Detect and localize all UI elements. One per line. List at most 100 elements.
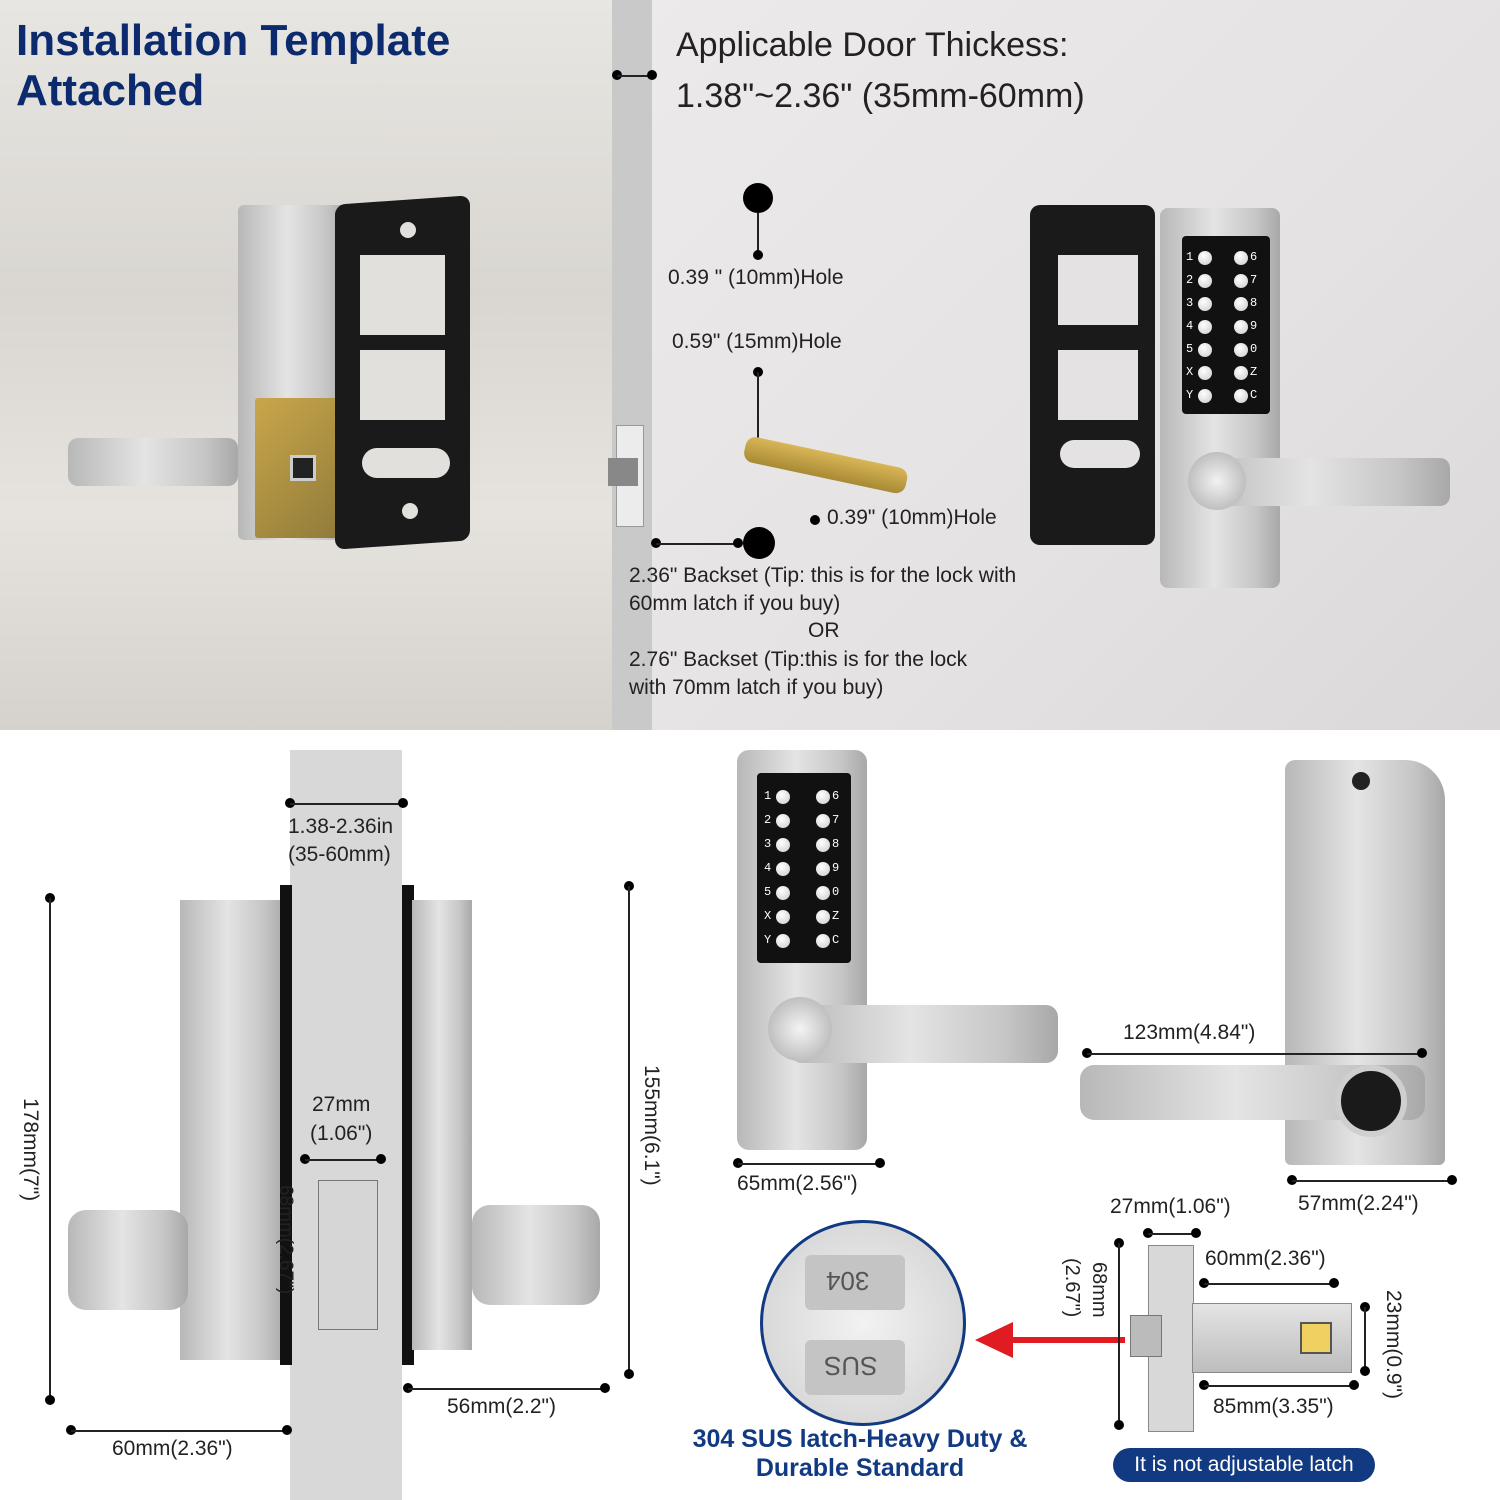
keypad-key-5[interactable]: [776, 886, 790, 900]
keypad-key-X[interactable]: [1198, 366, 1212, 380]
keypad-key-label: 9: [832, 861, 840, 875]
keypad-key-label: 0: [1250, 342, 1258, 356]
depth-inner: 56mm(2.2"): [447, 1395, 556, 1418]
keypad-key-3[interactable]: [1198, 297, 1212, 311]
not-adjustable-label: It is not adjustable latch: [1134, 1453, 1354, 1476]
thickness-line: [617, 75, 652, 77]
latch-tongue-upper: [805, 1255, 905, 1310]
keypad-key-label: Y: [1186, 388, 1194, 402]
keypad-key-label: Z: [832, 909, 840, 923]
keypad-key-label: 0: [832, 885, 840, 899]
door-dim-dot-right: [398, 798, 408, 808]
template-right-window-top: [1058, 255, 1138, 325]
keypad-key-C[interactable]: [1234, 389, 1248, 403]
keypad-key-4[interactable]: [1198, 320, 1212, 334]
keypad-key-Y[interactable]: [776, 934, 790, 948]
keypad-key-9[interactable]: [816, 862, 830, 876]
latch-height: 68mm(2.67"): [275, 1185, 296, 1295]
hole-leader-mid: [757, 372, 759, 442]
latch-plate-width: 27mm(1.06"): [1110, 1195, 1231, 1218]
keypad-key-0[interactable]: [816, 886, 830, 900]
key-cylinder-top[interactable]: [1188, 452, 1246, 510]
keypad-key-8[interactable]: [816, 838, 830, 852]
keypad-key-X[interactable]: [776, 910, 790, 924]
keypad-key-Z[interactable]: [816, 910, 830, 924]
backset-latch-line: [1204, 1283, 1334, 1285]
keypad-key-C[interactable]: [816, 934, 830, 948]
front-lever: [790, 1005, 1058, 1063]
template-right-slot: [1060, 440, 1140, 468]
back-width-dot-right: [1447, 1175, 1457, 1185]
sus-caption: 304 SUS latch-Heavy Duty & Durable Stand…: [692, 1425, 1028, 1482]
keypad-key-2[interactable]: [776, 814, 790, 828]
keypad-key-1[interactable]: [1198, 251, 1212, 265]
template-window-top: [360, 255, 445, 335]
keypad-panel-top: [1182, 236, 1270, 414]
backset-line-4: with 70mm latch if you buy): [629, 676, 884, 699]
template-hole-top: [400, 222, 416, 238]
backset-or: OR: [808, 619, 840, 642]
keypad-key-label: X: [764, 909, 772, 923]
keypad-key-5[interactable]: [1198, 343, 1212, 357]
keypad-key-4[interactable]: [776, 862, 790, 876]
front-width-line: [738, 1163, 880, 1165]
plate-height-dot-bottom: [1114, 1420, 1124, 1430]
keypad-key-9[interactable]: [1234, 320, 1248, 334]
hole-leader-top: [757, 213, 759, 255]
keypad-key-label: 3: [1186, 296, 1194, 310]
keypad-key-label: Z: [1250, 365, 1258, 379]
keypad-key-label: 7: [832, 813, 840, 827]
hole-marker-10mm-bottom: [743, 527, 775, 559]
keypad-key-label: 5: [764, 885, 772, 899]
spindle-hole: [290, 455, 316, 481]
keypad-key-8[interactable]: [1234, 297, 1248, 311]
keypad-key-label: 4: [764, 861, 772, 875]
keypad-key-Y[interactable]: [1198, 389, 1212, 403]
door-dim-line: [290, 803, 402, 805]
backset-line-1: 2.36" Backset (Tip: this is for the lock…: [629, 564, 1017, 587]
backset-latch-dot-right: [1329, 1278, 1339, 1288]
hole-middle-label: 0.59" (15mm)Hole: [672, 330, 842, 353]
keypad-key-1[interactable]: [776, 790, 790, 804]
lever-length: 123mm(4.84"): [1123, 1021, 1256, 1044]
back-width-line: [1292, 1180, 1452, 1182]
front-width-dot-right: [875, 1158, 885, 1168]
latch-depth-dot-bottom: [1360, 1366, 1370, 1376]
latch-tongue-lower: [805, 1340, 905, 1395]
height-total: 178mm(7"): [19, 1098, 42, 1202]
keypad-key-label: 1: [1186, 250, 1194, 264]
plate-width-dot-right: [1191, 1228, 1201, 1238]
latch-width-dot-right: [376, 1154, 386, 1164]
keypad-key-6[interactable]: [1234, 251, 1248, 265]
keypad-key-Z[interactable]: [1234, 366, 1248, 380]
height-inner: 155mm(6.1"): [640, 1065, 663, 1186]
keypad-key-2[interactable]: [1198, 274, 1212, 288]
thumb-turn[interactable]: [1335, 1065, 1407, 1137]
not-adjustable-badge: [1113, 1448, 1375, 1482]
keypad-key-6[interactable]: [816, 790, 830, 804]
door-edge: [612, 0, 652, 730]
backset-line-3: 2.76" Backset (Tip:this is for the lock: [629, 648, 968, 671]
door-range-mm: (35-60mm): [288, 843, 391, 866]
depth-outer: 60mm(2.36"): [112, 1437, 233, 1460]
stamp-sus: SUS: [824, 1351, 878, 1381]
inner-depth-dot-right: [600, 1383, 610, 1393]
page-title: Installation Template Attached: [16, 16, 451, 115]
inner-depth-line: [408, 1388, 604, 1390]
hole-leader-dot-top: [753, 250, 763, 260]
front-width: 65mm(2.56"): [737, 1172, 858, 1195]
red-arrow-shaft: [1010, 1337, 1125, 1343]
key-cylinder-front[interactable]: [768, 997, 832, 1061]
backset-line-2: 60mm latch if you buy): [629, 592, 841, 615]
keypad-key-3[interactable]: [776, 838, 790, 852]
keypad-key-7[interactable]: [1234, 274, 1248, 288]
back-width: 57mm(2.24"): [1298, 1192, 1419, 1215]
door-range-in: 1.38-2.36in: [288, 815, 394, 838]
keypad-key-label: 2: [1186, 273, 1194, 287]
latch-width-b: (1.06"): [310, 1122, 373, 1145]
keypad-key-7[interactable]: [816, 814, 830, 828]
lever-line: [1087, 1053, 1422, 1055]
keypad-key-0[interactable]: [1234, 343, 1248, 357]
latch-spindle-hole: [1300, 1322, 1332, 1354]
backset-dot-right: [733, 538, 743, 548]
